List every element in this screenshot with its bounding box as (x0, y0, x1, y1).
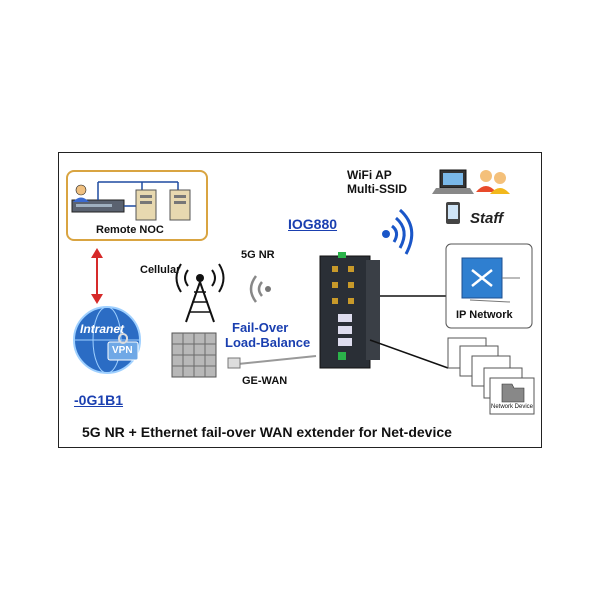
network-device-label: Network Device (491, 404, 534, 410)
red-double-arrow (91, 248, 103, 304)
vpn-label: VPN (112, 345, 133, 356)
wifi-icon (382, 208, 414, 255)
ge-wan-label: GE-WAN (242, 375, 288, 387)
cell-tower-icon (175, 263, 225, 323)
ip-network-label: IP Network (456, 309, 513, 321)
5g-signal-icon (249, 275, 271, 303)
ip-network-icon (445, 243, 533, 329)
fail-over-label: Fail-Over (232, 320, 289, 335)
intranet-label: Intranet (80, 322, 125, 336)
noc-network-icon (71, 181, 179, 213)
load-balance-label: Load-Balance (225, 335, 311, 350)
model-label: IOG880 (288, 216, 338, 232)
staff-label: Staff (470, 210, 504, 227)
5g-nr-label: 5G NR (241, 249, 275, 261)
suffix-code-label: -0G1B1 (74, 392, 124, 408)
router-device-icon (319, 252, 449, 369)
server-icon-1 (135, 189, 157, 221)
ge-wan-cable-icon (227, 355, 317, 369)
cellular-label: Cellular (140, 264, 181, 276)
server-icon-2 (169, 189, 191, 221)
remote-noc-label: Remote NOC (96, 224, 164, 236)
vpn-globe-icon (73, 306, 141, 374)
staff-icon (432, 169, 510, 224)
patch-panel-icon (171, 332, 217, 378)
wifi-ap-label: WiFi AP (347, 168, 392, 182)
network-device-stack-icon (447, 337, 535, 415)
multi-ssid-label: Multi-SSID (347, 182, 407, 196)
diagram-caption: 5G NR + Ethernet fail-over WAN extender … (82, 424, 452, 440)
